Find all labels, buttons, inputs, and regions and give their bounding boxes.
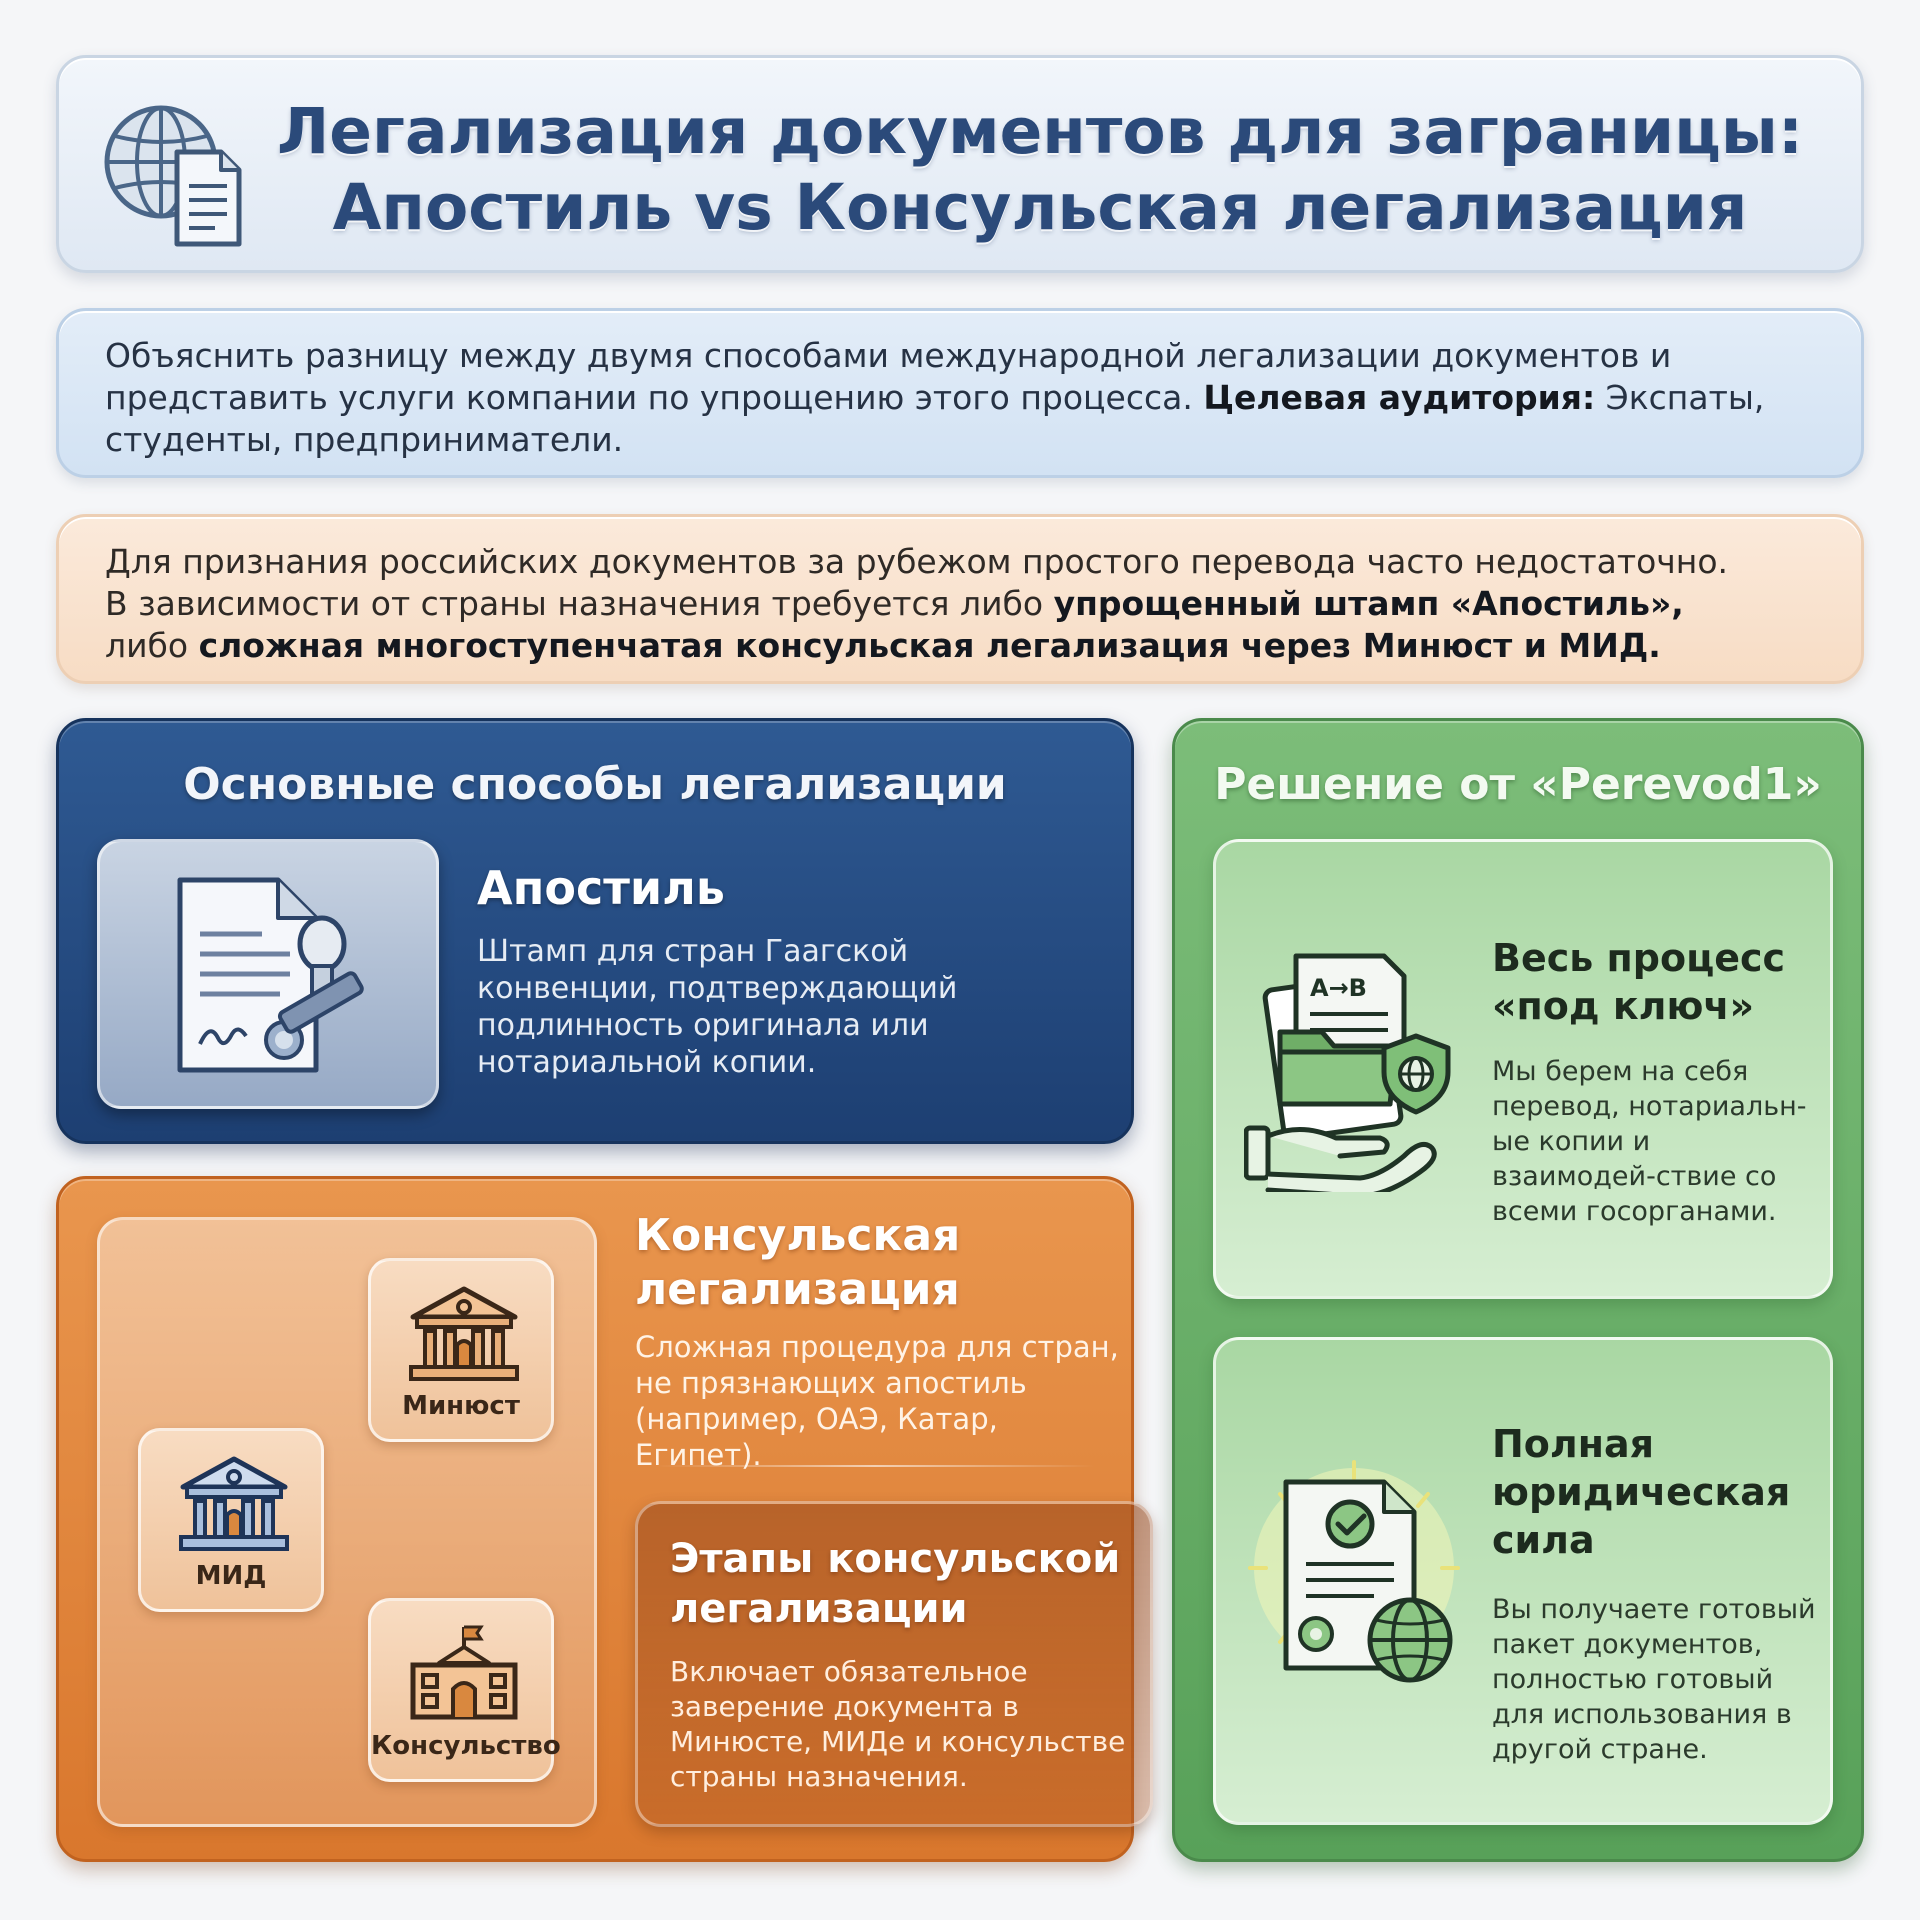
context-line-2: В зависимости от страны назначения требу… [105, 583, 1815, 625]
solution-card-legal-force: Полная юридическая сила Вы получаете гот… [1213, 1337, 1833, 1825]
audience-text: Экспаты, студенты, предприниматели. [105, 378, 1765, 459]
consular-divider [655, 1465, 1095, 1467]
globe-document-icon [104, 105, 242, 247]
methods-title: Основные способы легализации [183, 759, 1007, 810]
apostille-description: Штамп для стран Гаагской конвенции, подт… [477, 934, 958, 1080]
page-title-line-1: Легализация документов для заграницы: [276, 95, 1804, 168]
stages-description: Включает обязательное заверение документ… [670, 1655, 1126, 1793]
solution-title: Решение от «Perevod1» [1214, 759, 1822, 810]
apostille-icon-card [97, 839, 439, 1109]
org-tile-ministry-foreign: МИД [138, 1428, 324, 1612]
turnkey-description: Мы берем на себя перевод, нотариальн-ые … [1492, 1056, 1807, 1227]
org-label-consulate: Консульство [371, 1731, 561, 1761]
turnkey-title: Весь процесс «под ключ» [1492, 936, 1786, 1028]
page-title-line-2: Апостиль vs Консульская легализация [332, 171, 1748, 244]
courthouse-icon [409, 1286, 519, 1381]
org-tile-ministry-justice: Минюст [368, 1258, 554, 1442]
solution-panel: Решение от «Perevod1» A→B Весь процесс «… [1172, 718, 1864, 1862]
translation-folder-hand-icon: A→B [1244, 953, 1451, 1192]
consular-stages-card: Этапы консульской легализации Включает о… [635, 1501, 1153, 1827]
legal-force-description: Вы получаете готовый пакет документов, п… [1492, 1594, 1816, 1765]
consulate-building-icon [410, 1625, 518, 1720]
legal-force-title: Полная юридическая сила [1492, 1422, 1791, 1562]
stages-title: Этапы консульской легализации [670, 1536, 1121, 1632]
org-label-ministry-justice: Минюст [402, 1391, 520, 1421]
solution-card-turnkey: A→B Весь процесс «под ключ» Мы берем на … [1213, 839, 1833, 1299]
org-tile-consulate: Консульство [368, 1598, 561, 1782]
consular-panel: Минюст МИД [56, 1176, 1153, 1862]
document-stamp-icon [177, 877, 364, 1073]
audience-label: Целевая аудитория: [1203, 378, 1596, 417]
context-apostille-highlight: упрощенный штамп «Апостиль», [1053, 584, 1684, 623]
goal-text: Объяснить разницу между двумя способами … [105, 336, 1672, 417]
org-label-ministry-foreign: МИД [195, 1561, 267, 1591]
context-line-1: Для признания российских документов за р… [105, 542, 1729, 581]
context-line-3-text: либо [105, 626, 199, 665]
methods-panel: Основные способы легализации Апостиль Шт… [56, 718, 1134, 1144]
page-title: Легализация документов для заграницы: Ап… [259, 94, 1821, 246]
apostille-title: Апостиль [477, 861, 725, 915]
context-line-2-text: В зависимости от страны назначения требу… [105, 584, 1054, 623]
context-description: Для признания российских документов за р… [56, 514, 1864, 684]
context-line-3: либо сложная многоступенчатая консульска… [105, 625, 1815, 667]
goal-description: Объяснить разницу между двумя способами … [56, 308, 1864, 478]
consular-chain-card: Минюст МИД [97, 1217, 597, 1827]
consular-title: Консульская легализация [635, 1210, 961, 1315]
header-banner: Легализация документов для заграницы: Ап… [56, 55, 1864, 273]
certified-document-globe-icon [1248, 1460, 1460, 1683]
svg-text:A→B: A→B [1310, 974, 1367, 1002]
government-building-icon [179, 1456, 289, 1551]
context-consular-highlight: сложная многоступенчатая консульская лег… [198, 626, 1661, 665]
consular-description: Сложная процедура для стран, не прязнающ… [635, 1330, 1119, 1472]
